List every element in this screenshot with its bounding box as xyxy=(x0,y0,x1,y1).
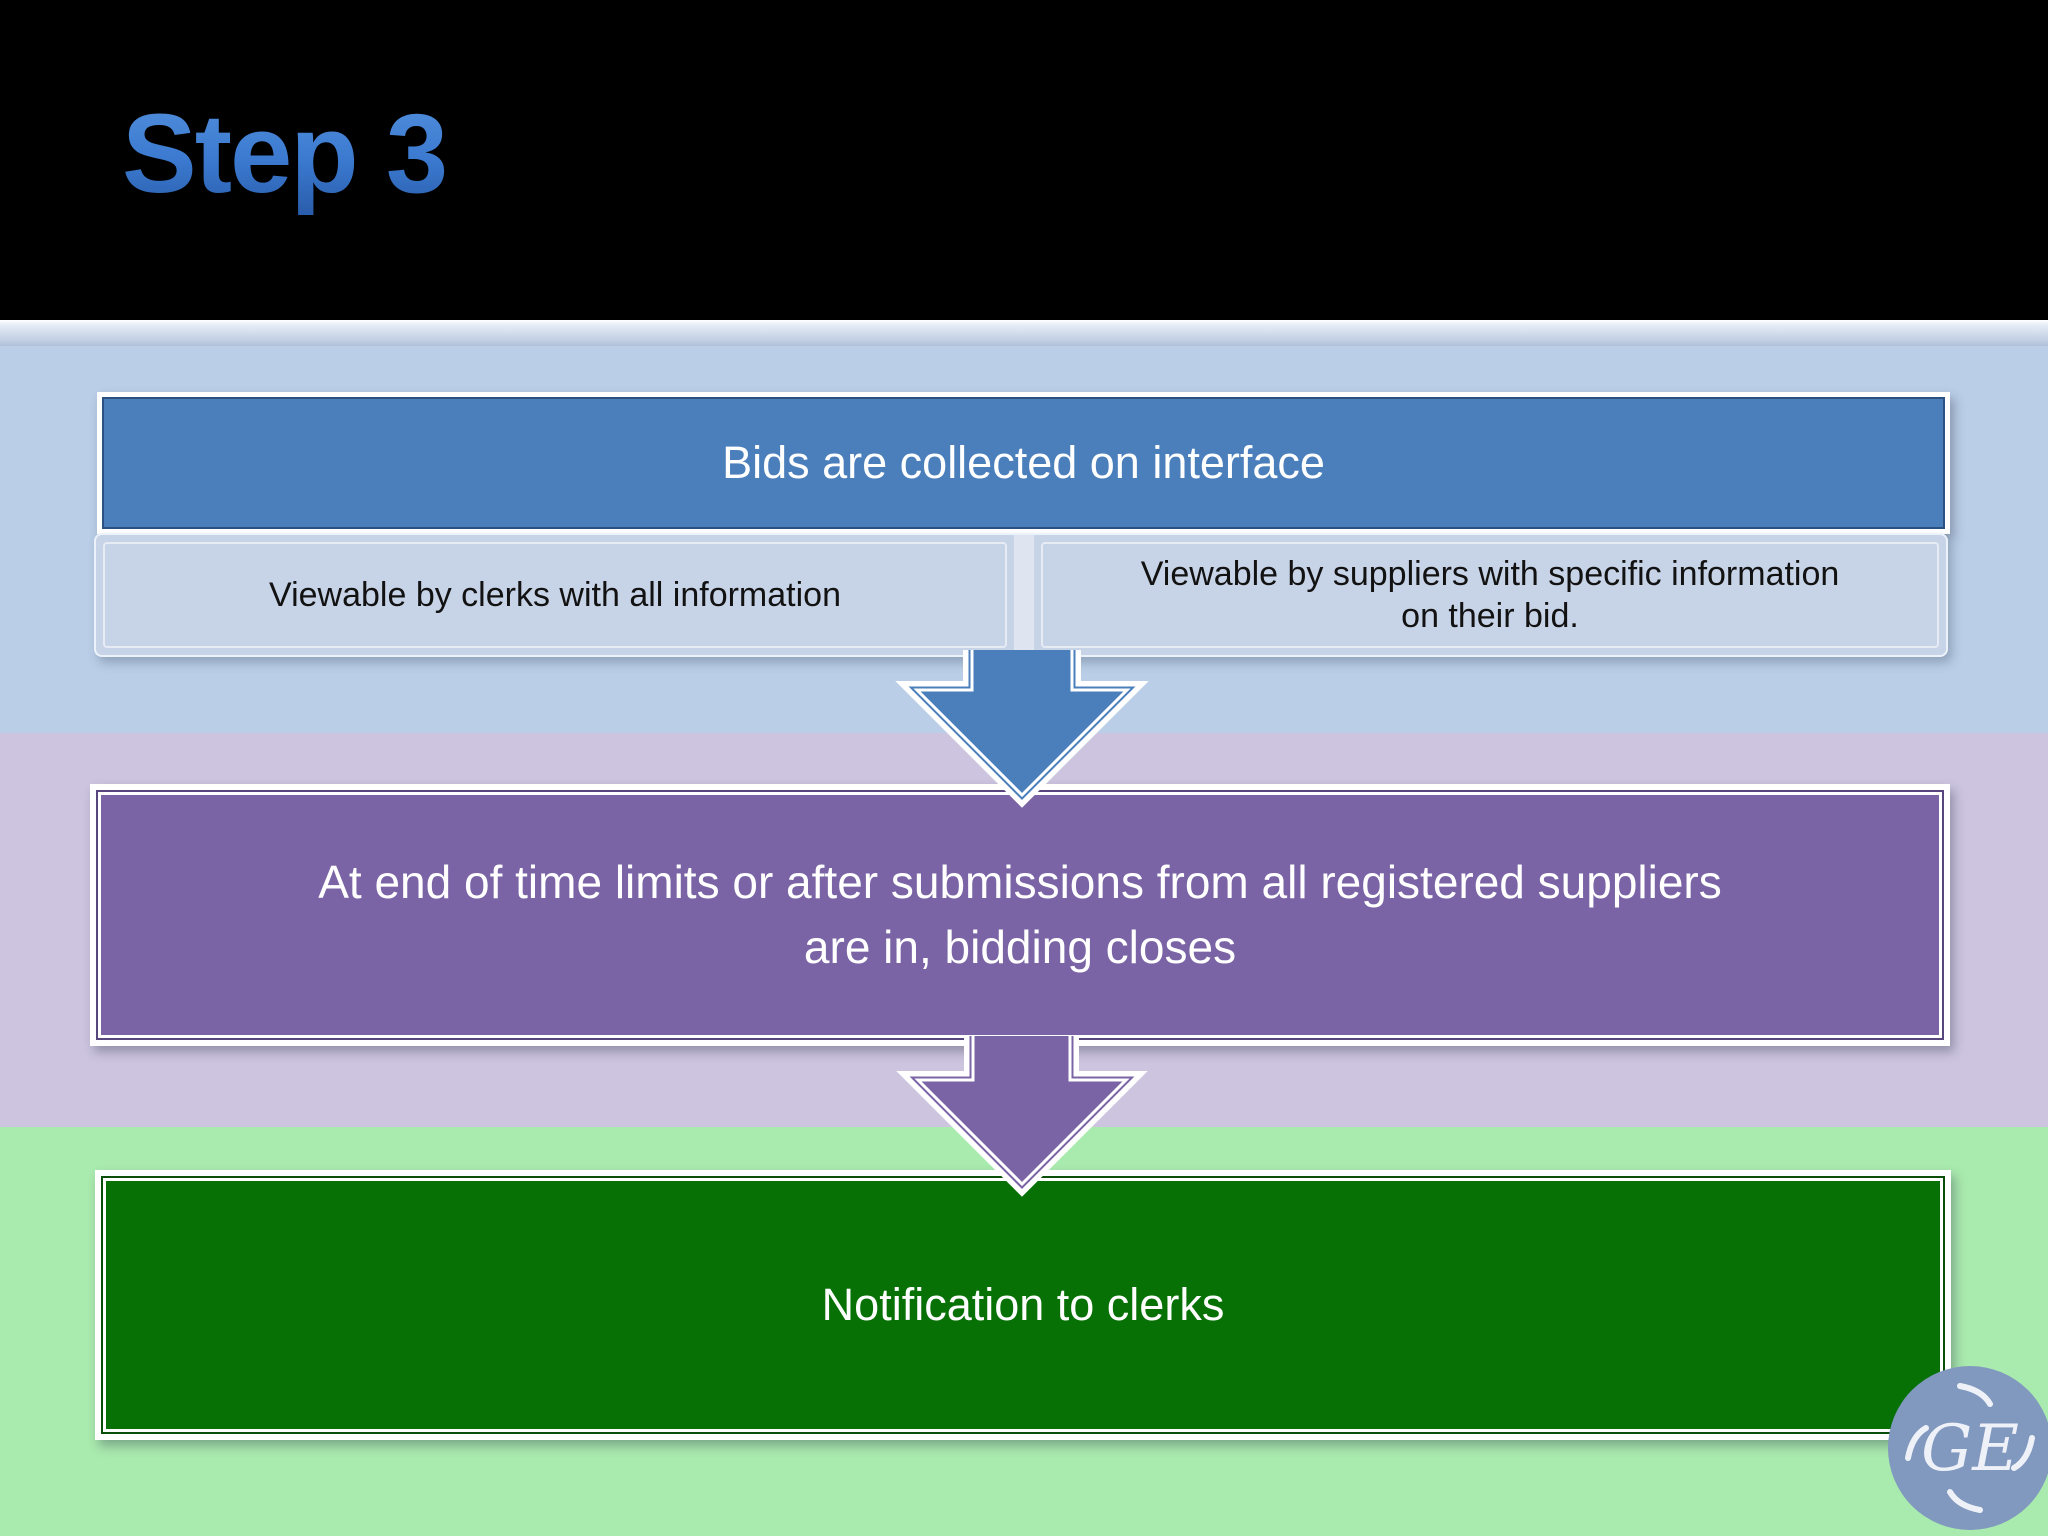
ge-logo-text: GE xyxy=(1921,1412,2019,1486)
notes-divider xyxy=(1014,535,1034,655)
ge-monogram-icon: GE xyxy=(1905,1383,2035,1513)
step1-note-suppliers: Viewable by suppliers with specific info… xyxy=(1034,535,1946,655)
step1-note-suppliers-label: Viewable by suppliers with specific info… xyxy=(1140,554,1840,636)
step3-box-label: Notification to clerks xyxy=(101,1176,1945,1434)
title-separator xyxy=(0,320,2048,346)
step2-box: At end of time limits or after submissio… xyxy=(90,784,1950,1046)
step3-box: Notification to clerks xyxy=(95,1170,1951,1440)
slide-title: Step 3 xyxy=(122,91,448,216)
step1-notes-row: Viewable by clerks with all information … xyxy=(94,533,1948,657)
step2-label-line1: At end of time limits or after submissio… xyxy=(318,855,1722,908)
step1-note-clerks-label: Viewable by clerks with all information xyxy=(269,575,841,614)
title-band xyxy=(0,0,2048,320)
step1-box: Bids are collected on interface xyxy=(97,392,1950,534)
step1-box-label: Bids are collected on interface xyxy=(102,397,1945,529)
step2-label-line2: are in, bidding closes xyxy=(803,921,1237,973)
step2-box-label: At end of time limits or after submissio… xyxy=(96,790,1944,1040)
ge-logo: GE xyxy=(1888,1366,2048,1530)
step1-note-clerks: Viewable by clerks with all information xyxy=(96,535,1014,655)
